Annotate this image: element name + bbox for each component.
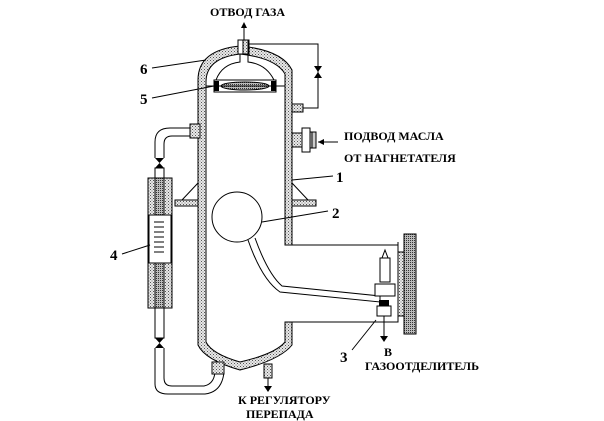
to-regulator-label-line2: ПЕРЕПАДА [246,407,314,421]
regulator-nozzle [263,363,273,392]
gas-outlet-label: ОТВОД ГАЗА [210,5,285,19]
callout-3: 3 [340,350,348,366]
to-regulator-label-line1: К РЕГУЛЯТОРУ [238,393,331,407]
sight-gauge [147,123,225,395]
right-support [291,199,317,207]
oil-inlet-label-line1: ПОДВОД МАСЛА [344,129,444,143]
callout-2: 2 [332,206,340,222]
callout-4: 4 [110,248,118,264]
to-separator-label-line1: В [384,345,392,359]
float [211,191,381,303]
gas-outlet-nozzle [237,22,250,55]
oil-inlet-arrow-icon [318,139,324,145]
oil-inlet-label-line2: ОТ НАГНЕТАТЕЛЯ [344,151,456,165]
oil-inlet-flange [291,127,338,153]
right-flange-plate [403,233,417,335]
gas-outlet-arrow-icon [241,22,247,28]
separator-arrow-icon [380,336,388,342]
bypass-line [249,43,322,113]
callout-6: 6 [140,62,148,78]
leader-lines [121,59,377,351]
left-support [174,199,199,207]
filter-element [206,53,285,93]
callout-5: 5 [140,92,148,108]
valve-icon [314,66,322,72]
to-separator-label-line2: ГАЗООТДЕЛИТЕЛЬ [365,359,479,373]
regulator-arrow-icon [264,386,272,392]
valve-assembly [374,248,396,342]
callout-1: 1 [336,170,344,186]
